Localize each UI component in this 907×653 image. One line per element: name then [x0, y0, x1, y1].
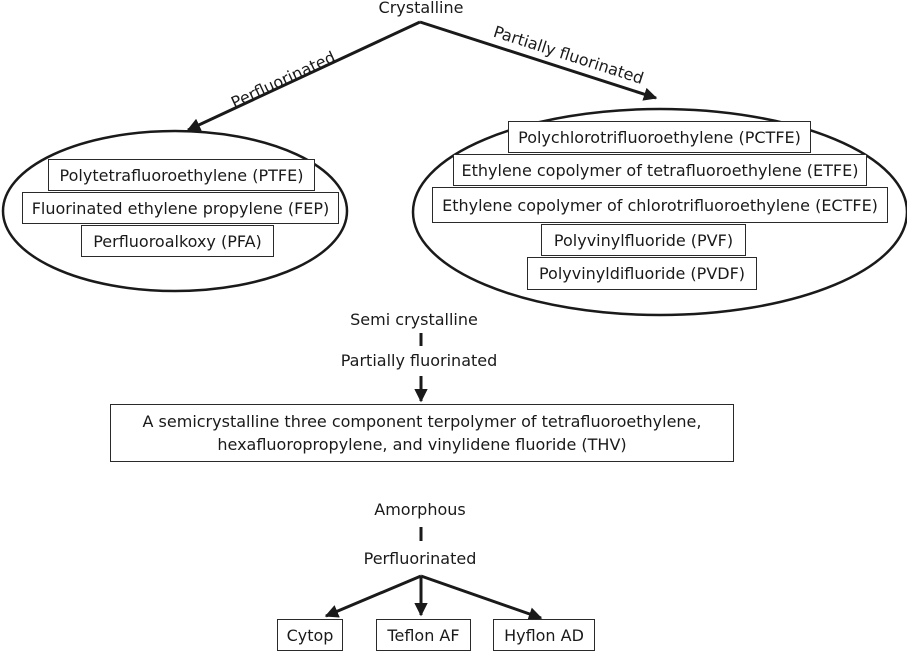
thv-box: A semicrystalline three component terpol… — [110, 404, 734, 462]
ectfe-box: Ethylene copolymer of chlorotrifluoroeth… — [432, 187, 888, 223]
semi-crystalline-title: Semi crystalline — [350, 310, 478, 329]
amorphous-subtitle: Perfluorinated — [363, 549, 477, 568]
perfluorinated-group-ellipse — [1, 129, 349, 293]
pvdf-box: Polyvinyldifluoride (PVDF) — [527, 257, 757, 290]
crystalline-title: Crystalline — [378, 0, 464, 17]
arrow-to-partially-fluorinated — [419, 20, 658, 101]
pfa-box: Perfluoroalkoxy (PFA) — [81, 225, 274, 257]
partially-fluorinated-group-ellipse — [411, 107, 907, 317]
etfe-box: Ethylene copolymer of tetrafluoroethylen… — [453, 154, 867, 186]
arrow-to-cytop — [324, 574, 422, 618]
pvf-box: Polyvinylfluoride (PVF) — [541, 224, 746, 256]
arrow-to-hyflon-ad — [420, 574, 543, 621]
amorphous-title: Amorphous — [374, 500, 466, 519]
thv-line-2: hexafluoropropylene, and vinylidene fluo… — [217, 435, 627, 454]
hyflon-ad-box: Hyflon AD — [493, 619, 595, 651]
pctfe-box: Polychlorotrifluoroethylene (PCTFE) — [508, 121, 811, 153]
thv-line-1: A semicrystalline three component terpol… — [142, 412, 702, 431]
semi-crystalline-subtitle: Partially fluorinated — [340, 351, 498, 370]
fep-box: Fluorinated ethylene propylene (FEP) — [22, 192, 339, 224]
ptfe-box: Polytetrafluoroethylene (PTFE) — [48, 159, 315, 191]
arrow-to-perfluorinated — [186, 20, 421, 132]
cytop-box: Cytop — [277, 619, 343, 651]
teflon-af-box: Teflon AF — [376, 619, 471, 651]
